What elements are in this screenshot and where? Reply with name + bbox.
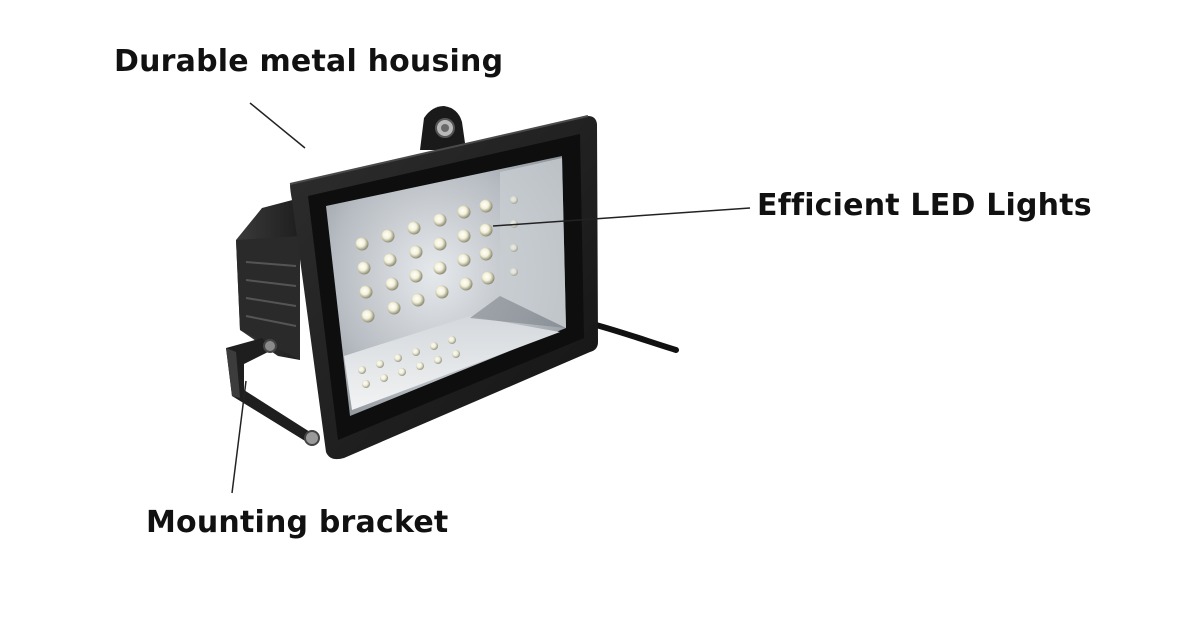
leader-line-housing — [249, 102, 306, 149]
callout-led-label: Efficient LED Lights — [757, 188, 1092, 223]
callout-bracket-label: Mounting bracket — [146, 505, 449, 540]
rear-body — [236, 198, 300, 360]
top-mount-tab — [420, 106, 466, 150]
callout-housing-label: Durable metal housing — [114, 44, 504, 79]
leader-line-led — [492, 207, 751, 227]
led-array — [355, 196, 518, 388]
leader-line-bracket — [231, 380, 247, 494]
mounting-bracket — [226, 338, 320, 446]
power-cable — [593, 322, 679, 353]
